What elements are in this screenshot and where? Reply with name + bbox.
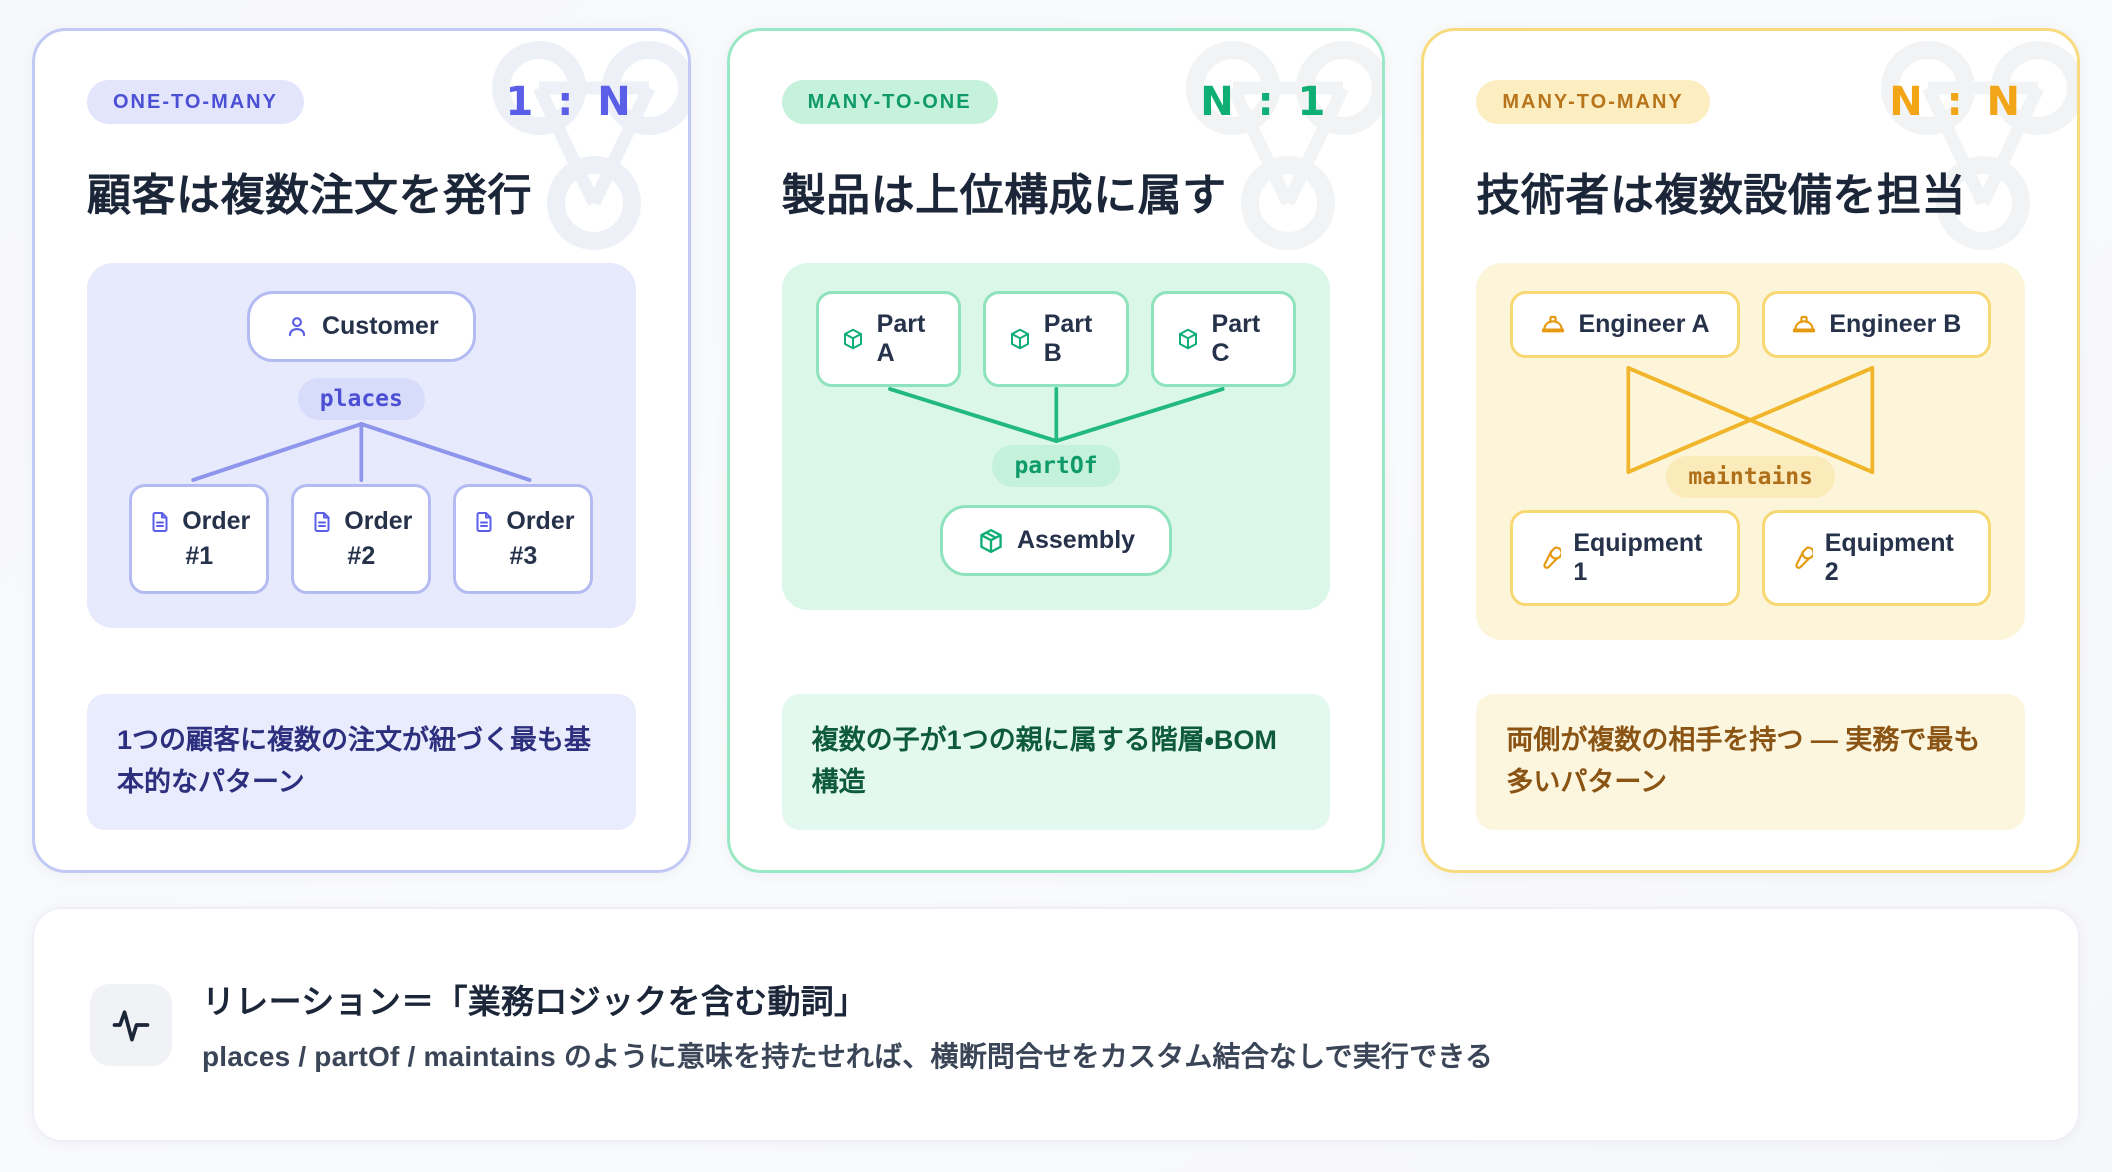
summary-subtitle: places / partOf / maintains のように意味を持たせれば… <box>202 1040 1494 1072</box>
node-sublabel: #3 <box>509 542 538 570</box>
node-part-c[interactable]: Part C <box>1150 291 1297 387</box>
package-icon <box>977 527 1005 555</box>
card-header: MANY-TO-MANY N : N <box>1476 79 2025 125</box>
node-label: Part C <box>1211 310 1261 367</box>
wrench-icon <box>1535 545 1562 571</box>
parts-node-row: Part A Part B <box>815 291 1297 387</box>
card-note: 1つの顧客に複数の注文が紐づく最も基本的なパターン <box>87 694 636 830</box>
node-order-1[interactable]: Order #1 <box>129 484 270 594</box>
node-part-b[interactable]: Part B <box>982 291 1129 387</box>
relation-pill-places: places <box>297 378 425 420</box>
node-sublabel: #1 <box>185 542 214 570</box>
badge-cardinality: ONE-TO-MANY <box>87 80 304 124</box>
node-label: Assembly <box>1016 526 1136 554</box>
cube-icon <box>1008 327 1032 351</box>
node-label: Part A <box>876 310 926 367</box>
edges-crossing: maintains <box>1510 364 1991 498</box>
summary-bar: リレーション＝「業務ロジックを含む動詞」 places / partOf / m… <box>32 907 2080 1142</box>
node-order-2[interactable]: Order #2 <box>291 484 432 594</box>
card-header: ONE-TO-MANY 1 : N <box>87 79 636 125</box>
node-label: Order <box>344 507 413 535</box>
equipment-node-row: Equipment 1 Equipment 2 <box>1510 510 1992 606</box>
card-many-to-many: MANY-TO-MANY N : N 技術者は複数設備を担当 <box>1421 28 2081 873</box>
ratio-indicator: N : 1 <box>1200 79 1331 125</box>
node-sublabel: #2 <box>347 542 376 570</box>
node-label: Order <box>182 507 251 535</box>
parent-node-row: Customer <box>121 291 602 362</box>
summary-text: リレーション＝「業務ロジックを含む動詞」 places / partOf / m… <box>202 975 1493 1075</box>
activity-pulse-icon <box>90 983 172 1066</box>
node-part-a[interactable]: Part A <box>815 291 961 387</box>
relation-label-row: partOf <box>816 445 1297 487</box>
diagram-many-to-one: Part A Part B <box>781 263 1331 610</box>
summary-title: リレーション＝「業務ロジックを含む動詞」 <box>202 982 868 1020</box>
card-note: 両側が複数の相手を持つ ― 実務で最も多いパターン <box>1476 694 2026 830</box>
relation-pill-maintains: maintains <box>1666 456 1835 498</box>
node-order-3[interactable]: Order #3 <box>453 484 594 594</box>
node-label: Engineer B <box>1829 310 1962 338</box>
ratio-indicator: 1 : N <box>505 79 636 125</box>
cube-icon <box>841 327 865 351</box>
node-equipment-1[interactable]: Equipment 1 <box>1510 510 1740 606</box>
diagram-many-to-many: Engineer A Engineer B <box>1476 263 2026 640</box>
card-title: 技術者は複数設備を担当 <box>1476 171 1966 220</box>
wrench-icon <box>1787 545 1813 571</box>
assembly-node-row: Assembly <box>816 505 1297 576</box>
relationship-cards-row: ONE-TO-MANY 1 : N 顧客は複数注文を発行 Customer <box>32 28 2081 873</box>
card-many-to-one: MANY-TO-ONE N : 1 製品は上位構成に属す Part A <box>726 28 1386 873</box>
card-note: 複数の子が1つの親に属する階層・BOM構造 <box>781 694 1331 830</box>
card-title: 顧客は複数注文を発行 <box>87 171 532 220</box>
edges-fan-out <box>121 420 602 484</box>
node-assembly[interactable]: Assembly <box>939 505 1173 576</box>
card-one-to-many: ONE-TO-MANY 1 : N 顧客は複数注文を発行 Customer <box>32 28 691 873</box>
children-node-row: Order #1 <box>121 484 602 594</box>
relation-label-row: places <box>121 378 602 420</box>
node-label: Equipment 1 <box>1573 529 1703 586</box>
node-label: Engineer A <box>1578 310 1710 338</box>
node-label: Equipment 2 <box>1824 529 1954 586</box>
node-label: Order <box>506 507 575 535</box>
diagram-one-to-many: Customer places <box>87 263 636 628</box>
hardhat-icon <box>1540 312 1566 338</box>
badge-cardinality: MANY-TO-ONE <box>781 80 998 124</box>
document-icon <box>310 510 334 534</box>
document-icon <box>472 510 496 534</box>
user-icon <box>284 314 310 340</box>
relation-pill-partof: partOf <box>992 445 1120 487</box>
hardhat-icon <box>1791 312 1817 338</box>
engineers-node-row: Engineer A Engineer B <box>1510 291 1992 358</box>
network-watermark-icon <box>1881 41 2078 250</box>
node-equipment-2[interactable]: Equipment 2 <box>1761 510 1992 606</box>
node-engineer-a[interactable]: Engineer A <box>1510 291 1740 358</box>
ratio-indicator: N : N <box>1889 79 2026 125</box>
document-icon <box>148 510 172 534</box>
card-title: 製品は上位構成に属す <box>781 171 1227 220</box>
node-engineer-b[interactable]: Engineer B <box>1761 291 1992 358</box>
badge-cardinality: MANY-TO-MANY <box>1476 80 1710 124</box>
network-watermark-icon <box>1186 41 1383 250</box>
node-label: Part B <box>1043 310 1093 367</box>
node-customer[interactable]: Customer <box>246 291 476 362</box>
edges-fan-in <box>816 387 1297 445</box>
card-header: MANY-TO-ONE N : 1 <box>781 79 1331 125</box>
node-label: Customer <box>321 312 439 340</box>
cube-icon <box>1176 327 1200 351</box>
network-watermark-icon <box>491 41 688 250</box>
